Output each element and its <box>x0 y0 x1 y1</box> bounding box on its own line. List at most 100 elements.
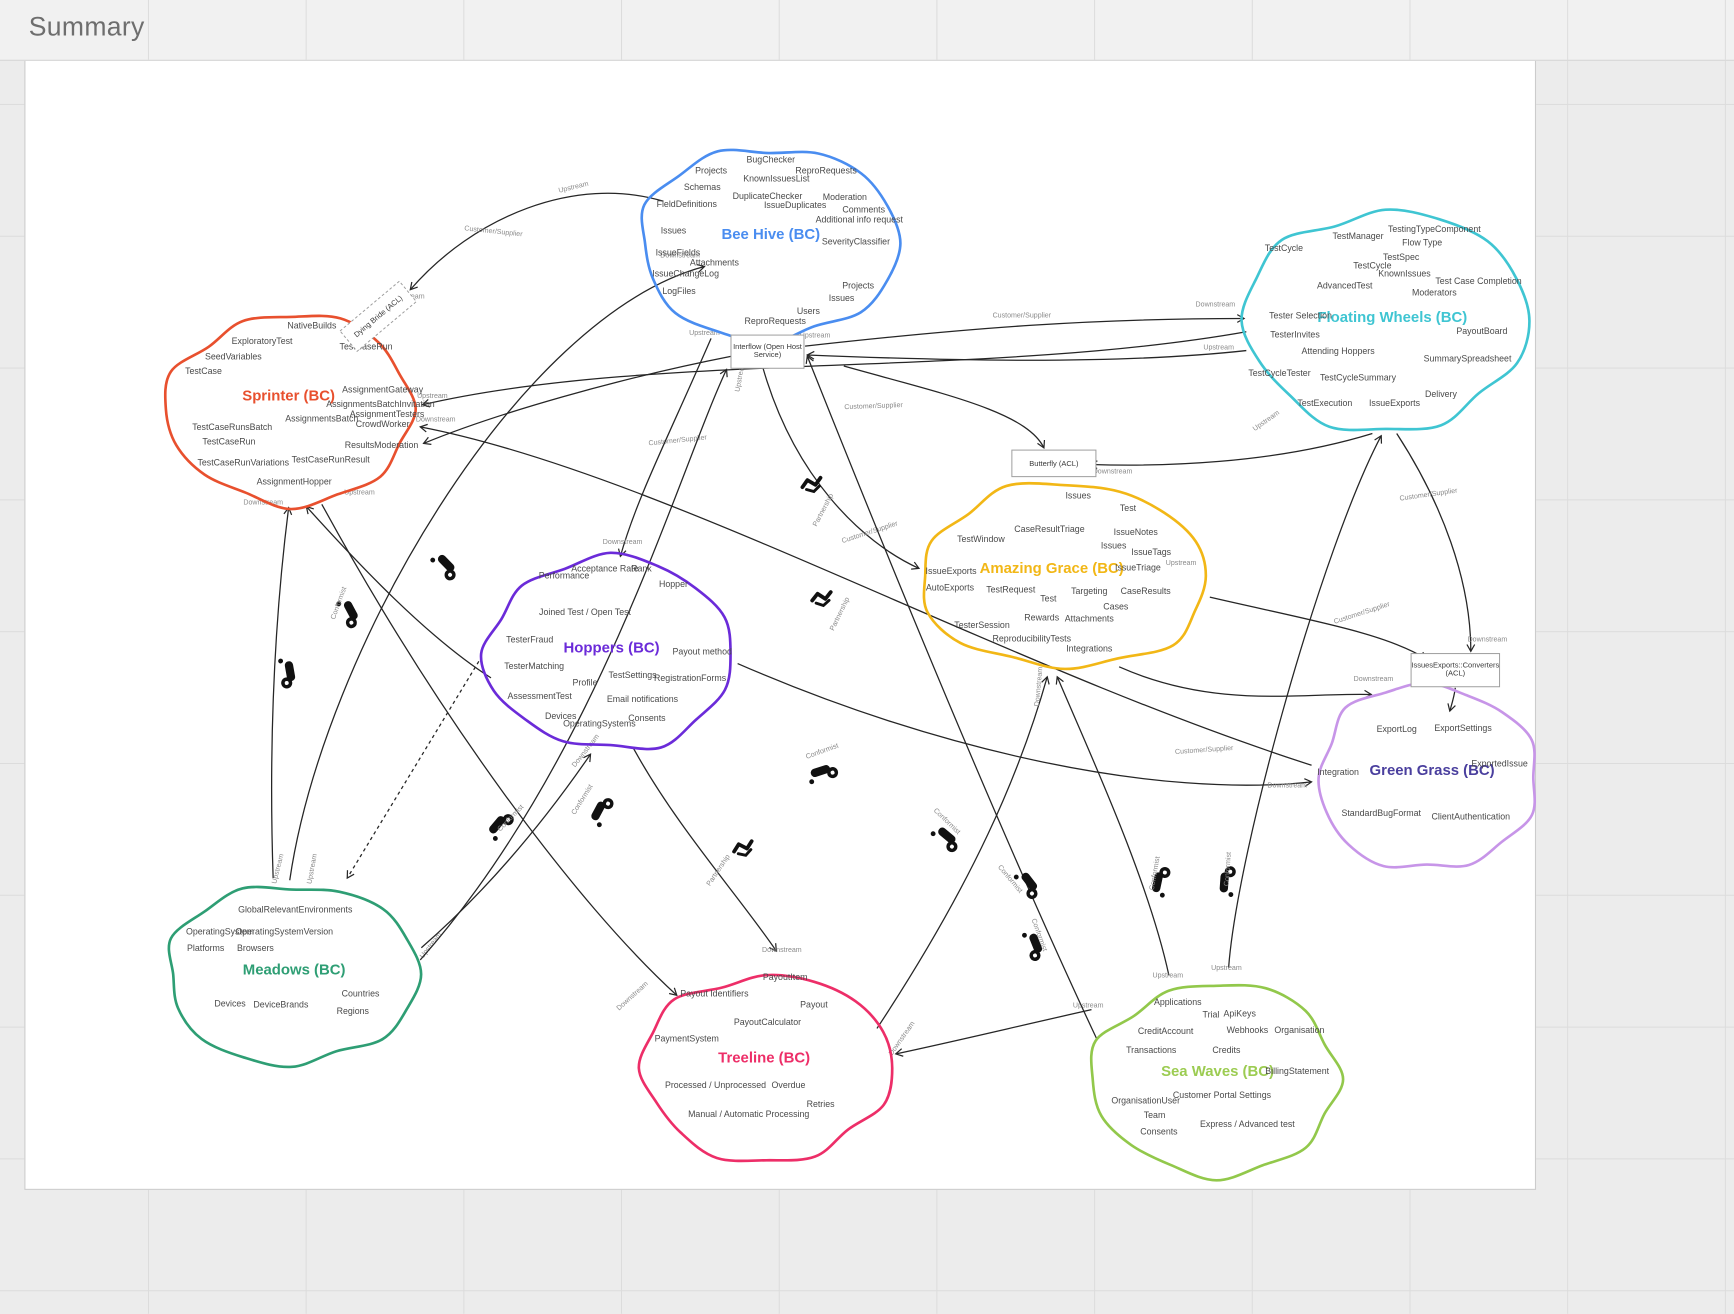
context-label[interactable]: Customer Portal Settings <box>1173 1090 1272 1100</box>
context-label[interactable]: TesterInvites <box>1270 329 1320 339</box>
context-label[interactable]: DuplicateChecker <box>733 191 803 201</box>
context-title-amazing-grace[interactable]: Amazing Grace (BC) <box>980 560 1124 577</box>
context-label[interactable]: ExportedIssue <box>1471 758 1528 768</box>
handshake-icon[interactable] <box>732 839 755 858</box>
context-label[interactable]: Devices <box>545 711 577 721</box>
context-label[interactable]: Test <box>1120 503 1137 513</box>
context-label[interactable]: ExploratoryTest <box>232 336 293 346</box>
conformist-icon[interactable] <box>1012 868 1043 901</box>
context-label[interactable]: Consents <box>1140 1127 1178 1137</box>
context-label[interactable]: TestCycle <box>1353 261 1391 271</box>
context-label[interactable]: Express / Advanced test <box>1200 1119 1295 1129</box>
connector[interactable] <box>737 662 1313 787</box>
context-label[interactable]: TestSettings <box>609 670 658 680</box>
connector[interactable] <box>1396 433 1476 653</box>
context-label[interactable]: Issues <box>661 225 687 235</box>
context-label[interactable]: ApiKeys <box>1223 1008 1256 1018</box>
context-label[interactable]: IssueExports <box>1369 398 1421 408</box>
context-label[interactable]: Targeting <box>1071 586 1107 596</box>
context-label[interactable]: Trial <box>1203 1009 1220 1019</box>
connector[interactable] <box>422 355 733 446</box>
context-title-sea-waves[interactable]: Sea Waves (BC) <box>1161 1063 1274 1080</box>
context-label[interactable]: OperatingSystem <box>186 926 254 936</box>
context-label[interactable]: ReproducibilityTests <box>993 633 1072 643</box>
context-label[interactable]: Retries <box>807 1099 836 1109</box>
context-label[interactable]: ExportSettings <box>1434 723 1492 733</box>
context-label[interactable]: TestCaseRunVariations <box>197 458 289 468</box>
context-label[interactable]: Attending Hoppers <box>1302 346 1376 356</box>
context-label[interactable]: PayoutCalculator <box>734 1017 801 1027</box>
context-label[interactable]: Rewards <box>1024 612 1059 622</box>
context-label[interactable]: Devices <box>214 998 246 1008</box>
context-label[interactable]: ResultsModeration <box>345 440 419 450</box>
connector[interactable] <box>843 365 1046 449</box>
connector[interactable] <box>805 314 1246 347</box>
context-label[interactable]: SeedVariables <box>205 351 262 361</box>
context-label[interactable]: FieldDefinitions <box>657 199 718 209</box>
connector[interactable] <box>894 1009 1092 1057</box>
context-label[interactable]: Email notifications <box>607 694 679 704</box>
connector[interactable] <box>1209 596 1428 660</box>
context-label[interactable]: SummarySpreadsheet <box>1424 354 1512 364</box>
context-label[interactable]: Webhooks <box>1227 1025 1269 1035</box>
context-label[interactable]: Schemas <box>684 182 721 192</box>
context-label[interactable]: Projects <box>695 166 727 176</box>
conformist-icon[interactable] <box>485 809 516 842</box>
context-label[interactable]: Applications <box>1154 997 1202 1007</box>
context-label[interactable]: Payout <box>800 999 828 1009</box>
context-label[interactable]: CrowdWorker <box>356 419 410 429</box>
context-label[interactable]: TestManager <box>1332 231 1383 241</box>
context-outline-floating-wheels[interactable] <box>1240 208 1531 432</box>
context-outline-meadows[interactable] <box>167 885 423 1069</box>
context-label[interactable]: AdvancedTest <box>1317 281 1373 291</box>
context-label[interactable]: IssueTags <box>1131 547 1171 557</box>
context-title-treeline[interactable]: Treeline (BC) <box>718 1050 810 1067</box>
context-label[interactable]: Moderation <box>823 192 867 202</box>
connector[interactable] <box>1089 432 1373 470</box>
context-title-bee-hive[interactable]: Bee Hive (BC) <box>722 226 821 243</box>
context-label[interactable]: DeviceBrands <box>253 999 309 1009</box>
context-label[interactable]: IssueTriage <box>1115 563 1161 573</box>
context-label[interactable]: OperatingSystemVersion <box>235 926 333 936</box>
conformist-icon[interactable] <box>335 596 363 630</box>
context-label[interactable]: Users <box>797 306 821 316</box>
connector[interactable] <box>305 505 492 679</box>
conformist-icon[interactable] <box>806 762 840 786</box>
context-title-meadows[interactable]: Meadows (BC) <box>243 961 346 978</box>
handshake-icon[interactable] <box>800 475 824 494</box>
context-label[interactable]: TestingTypeComponent <box>1388 224 1481 234</box>
context-label[interactable]: Processed / Unprocessed <box>665 1080 766 1090</box>
connector[interactable] <box>1055 675 1170 976</box>
connector[interactable] <box>876 675 1050 1029</box>
connector[interactable] <box>346 660 480 880</box>
conformist-icon[interactable] <box>929 823 962 854</box>
context-label[interactable]: AssignmentsBatch <box>285 413 358 423</box>
conformist-icon[interactable] <box>1020 929 1045 963</box>
connector[interactable] <box>762 368 921 570</box>
context-label[interactable]: CaseResultTriage <box>1014 524 1084 534</box>
context-label[interactable]: IssueChangeLog <box>652 268 719 278</box>
context-label[interactable]: PaymentSystem <box>655 1034 719 1044</box>
context-label[interactable]: Hopper <box>659 579 688 589</box>
context-label[interactable]: AssignmentsBatchInvitation <box>326 399 435 409</box>
context-label[interactable]: AssignmentTesters <box>350 409 425 419</box>
connector[interactable] <box>1227 434 1383 968</box>
context-label[interactable]: Issues <box>1101 541 1127 551</box>
context-label[interactable]: NativeBuilds <box>287 320 337 330</box>
conformist-icon[interactable] <box>277 657 297 690</box>
context-label[interactable]: TestSpec <box>1383 252 1420 262</box>
context-label[interactable]: Integration <box>1317 767 1359 777</box>
connector[interactable] <box>289 263 706 881</box>
context-label[interactable]: Browsers <box>237 943 274 953</box>
context-outline-green-grass[interactable] <box>1317 681 1537 869</box>
context-label[interactable]: Test <box>1040 594 1057 604</box>
context-label[interactable]: LogFiles <box>662 286 696 296</box>
handshake-icon[interactable] <box>810 590 833 608</box>
context-label[interactable]: BillingStatement <box>1265 1066 1329 1076</box>
context-label[interactable]: AssignmentHopper <box>257 476 332 486</box>
connector[interactable] <box>420 753 592 949</box>
connector[interactable] <box>421 331 1247 408</box>
context-label[interactable]: TestExecution <box>1297 398 1352 408</box>
